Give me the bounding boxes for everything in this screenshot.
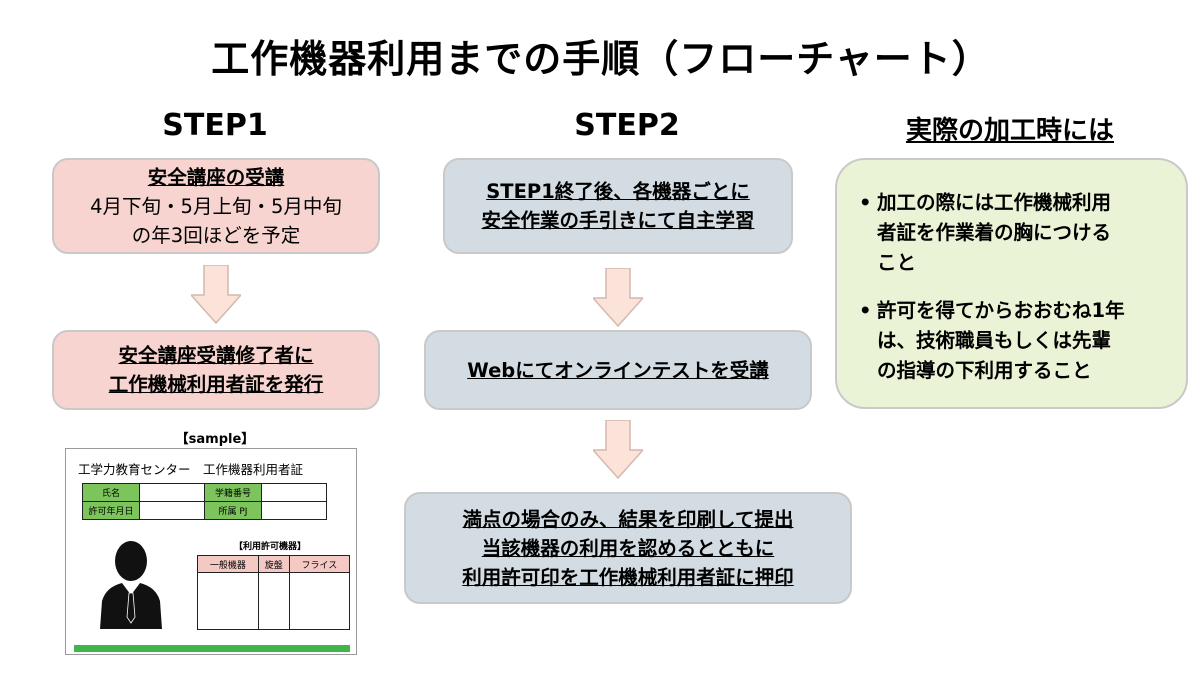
field-label-student-id: 学籍番号 (204, 483, 262, 502)
certificate-line2: 工作機械利用者証を発行 (108, 373, 324, 396)
note-bullet-1: • 加工の際には工作機械利用 者証を作業着の胸につける こと (859, 188, 1149, 278)
field-value-permit-date (139, 501, 205, 520)
submit-result-line2: 当該機器の利用を認めるとともに (481, 536, 775, 560)
self-study-line2: 安全作業の手引きにて自主学習 (481, 209, 755, 232)
step1-heading: STEP1 (162, 108, 268, 143)
card-bottom-stripe (74, 645, 350, 652)
submit-result-line1: 満点の場合のみ、結果を印刷して提出 (462, 507, 794, 531)
machine-milling: フライス (288, 555, 351, 573)
self-study-line1: STEP1終了後、各機器ごとに (486, 180, 750, 203)
machine-lathe: 旋盤 (257, 555, 290, 573)
note-bullet-2: • 許可を得てからおおむね1年 は、技術職員もしくは先輩 の指導の下利用すること (859, 296, 1149, 386)
note-bullet-1-line1: 加工の際には工作機械利用 (877, 191, 1112, 214)
step2-box-online-test: Webにてオンラインテストを受講 (424, 330, 812, 410)
field-label-permit-date: 許可年月日 (82, 501, 140, 520)
permitted-machines-table: 一般機器 旋盤 フライス (197, 555, 351, 630)
permitted-machines-label: 【利用許可機器】 (234, 542, 307, 552)
step1-box-certificate: 安全講座受講修了者に 工作機械利用者証を発行 (52, 330, 380, 410)
note-bullet-2-line1: 許可を得てからおおむね1年 (877, 299, 1125, 322)
sample-certificate-card: 工学力教育センター 工作機器利用者証 氏名 学籍番号 許可年月日 所属 PJ 【… (65, 448, 357, 655)
safety-course-schedule: 4月下旬・5月上旬・5月中旬 (90, 194, 342, 218)
step2-box-submit-result: 満点の場合のみ、結果を印刷して提出 当該機器の利用を認めるとともに 利用許可印を… (404, 492, 852, 604)
note-bullet-1-line2: 者証を作業着の胸につける (877, 221, 1112, 244)
stamp-cell-milling (288, 572, 351, 630)
bullet-dot-icon: • (859, 191, 872, 214)
machine-general: 一般機器 (197, 555, 259, 573)
note-box: • 加工の際には工作機械利用 者証を作業着の胸につける こと • 許可を得てから… (835, 158, 1188, 409)
card-fields-table: 氏名 学籍番号 許可年月日 所属 PJ (82, 483, 327, 520)
online-test-text: Webにてオンラインテストを受講 (467, 358, 769, 382)
certificate-line1: 安全講座受講修了者に (118, 344, 314, 367)
step2-box-self-study: STEP1終了後、各機器ごとに 安全作業の手引きにて自主学習 (443, 158, 793, 254)
down-arrow-icon (593, 420, 643, 480)
step1-box-safety-course: 安全講座の受講 4月下旬・5月上旬・5月中旬 の年3回ほどを予定 (52, 158, 380, 254)
stamp-cell-general (197, 572, 259, 630)
person-silhouette-icon (100, 541, 162, 629)
note-heading: 実際の加工時には (905, 116, 1114, 146)
safety-course-title: 安全講座の受講 (147, 165, 285, 189)
field-value-project (261, 501, 327, 520)
field-value-name (139, 483, 205, 502)
card-title: 工学力教育センター 工作機器利用者証 (78, 462, 304, 477)
field-label-name: 氏名 (82, 483, 140, 502)
note-bullet-2-line3: の指導の下利用すること (877, 359, 1092, 382)
page-title: 工作機器利用までの手順（フローチャート） (211, 37, 991, 81)
down-arrow-icon (593, 268, 643, 328)
bullet-dot-icon: • (859, 299, 872, 322)
step2-heading: STEP2 (574, 108, 680, 143)
sample-label: 【sample】 (175, 432, 255, 447)
note-bullet-1-line3: こと (877, 251, 917, 274)
safety-course-note: の年3回ほどを予定 (131, 223, 301, 247)
note-bullet-2-line2: は、技術職員もしくは先輩 (877, 329, 1112, 352)
stamp-cell-lathe (257, 572, 290, 630)
field-value-student-id (261, 483, 327, 502)
submit-result-line3: 利用許可印を工作機械利用者証に押印 (462, 565, 794, 589)
field-label-project: 所属 PJ (204, 501, 262, 520)
down-arrow-icon (191, 265, 241, 325)
